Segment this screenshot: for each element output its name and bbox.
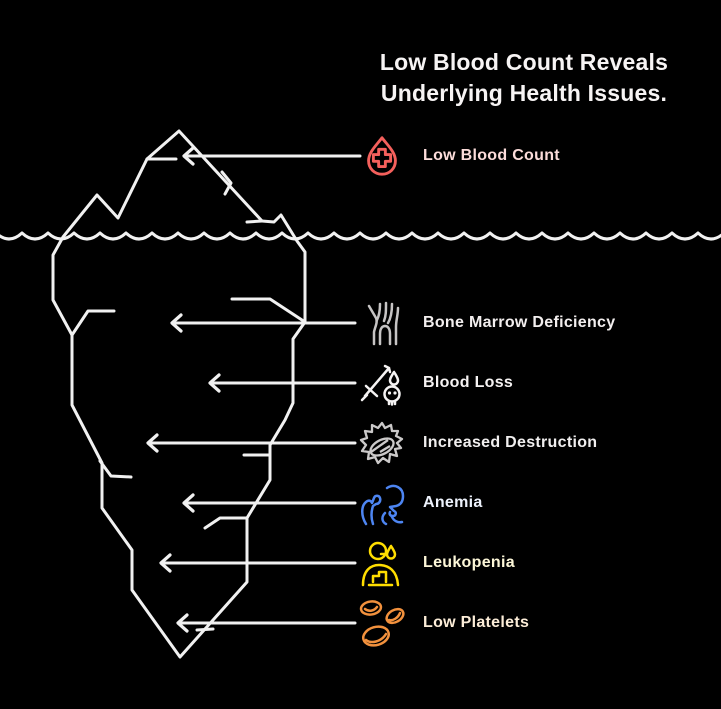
legend-label: Blood Loss: [423, 374, 514, 391]
weak-person-icon: [356, 478, 408, 528]
legend-label: Low Platelets: [423, 614, 530, 631]
legend-item-low-platelets: Low Platelets: [356, 598, 529, 648]
legend-label: Leukopenia: [423, 554, 515, 571]
legend-label: Low Blood Count: [423, 147, 560, 164]
legend-item-low-blood-count: Low Blood Count: [356, 131, 560, 181]
page-title-line1: Low Blood Count Reveals: [379, 49, 669, 75]
legend-label: Bone Marrow Deficiency: [423, 314, 616, 331]
waterline: [0, 231, 721, 241]
page-title-line2: Underlying Health Issues.: [380, 80, 668, 106]
legend-item-blood-loss: Blood Loss: [356, 358, 513, 408]
legend-label: Anemia: [423, 494, 483, 511]
legend-item-leukopenia: Leukopenia: [356, 538, 515, 588]
iceberg-cracks: [70, 157, 307, 632]
legend-item-bone-marrow-deficiency: Bone Marrow Deficiency: [356, 298, 615, 348]
page-title: Low Blood Count Reveals Underlying Healt…: [348, 47, 700, 109]
blood-drop-cross-icon: [356, 131, 408, 181]
iceberg-outline: [51, 129, 307, 659]
burst-cell-icon: [356, 418, 408, 468]
bone-marrow-icon: [356, 298, 408, 348]
legend-item-anemia: Anemia: [356, 478, 483, 528]
blood-cells-icon: [356, 598, 408, 648]
legend-label: Increased Destruction: [423, 434, 598, 451]
legend-item-increased-destruction: Increased Destruction: [356, 418, 597, 468]
arrowheads: [146, 146, 221, 633]
person-drop-icon: [356, 538, 408, 588]
sword-skull-icon: [356, 358, 408, 408]
